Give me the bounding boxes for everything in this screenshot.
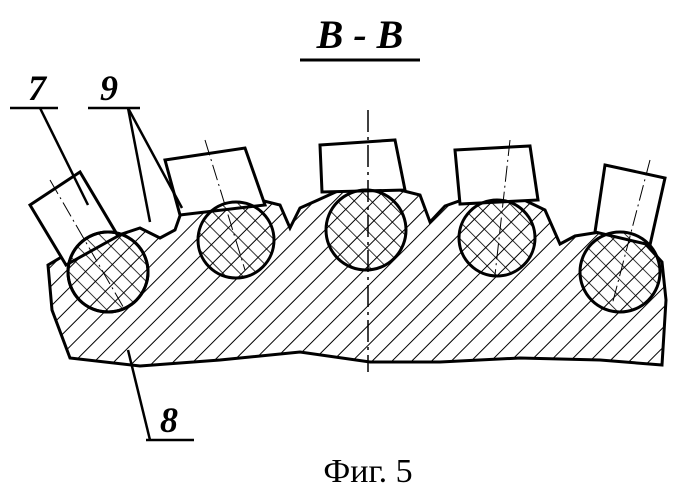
cutter-1 [68, 232, 148, 312]
label-part-8: 8 [160, 400, 178, 440]
label-part-9: 9 [100, 68, 118, 108]
holder-3 [320, 140, 405, 192]
holder-4 [455, 146, 538, 204]
cutter-3 [326, 190, 406, 270]
section-title: B - B [316, 12, 404, 57]
label-9-leader-a [128, 108, 150, 222]
figure-caption: Фиг. 5 [323, 453, 412, 490]
cutter-4 [459, 200, 535, 276]
cutter-5 [580, 232, 660, 312]
label-part-7: 7 [28, 68, 48, 108]
